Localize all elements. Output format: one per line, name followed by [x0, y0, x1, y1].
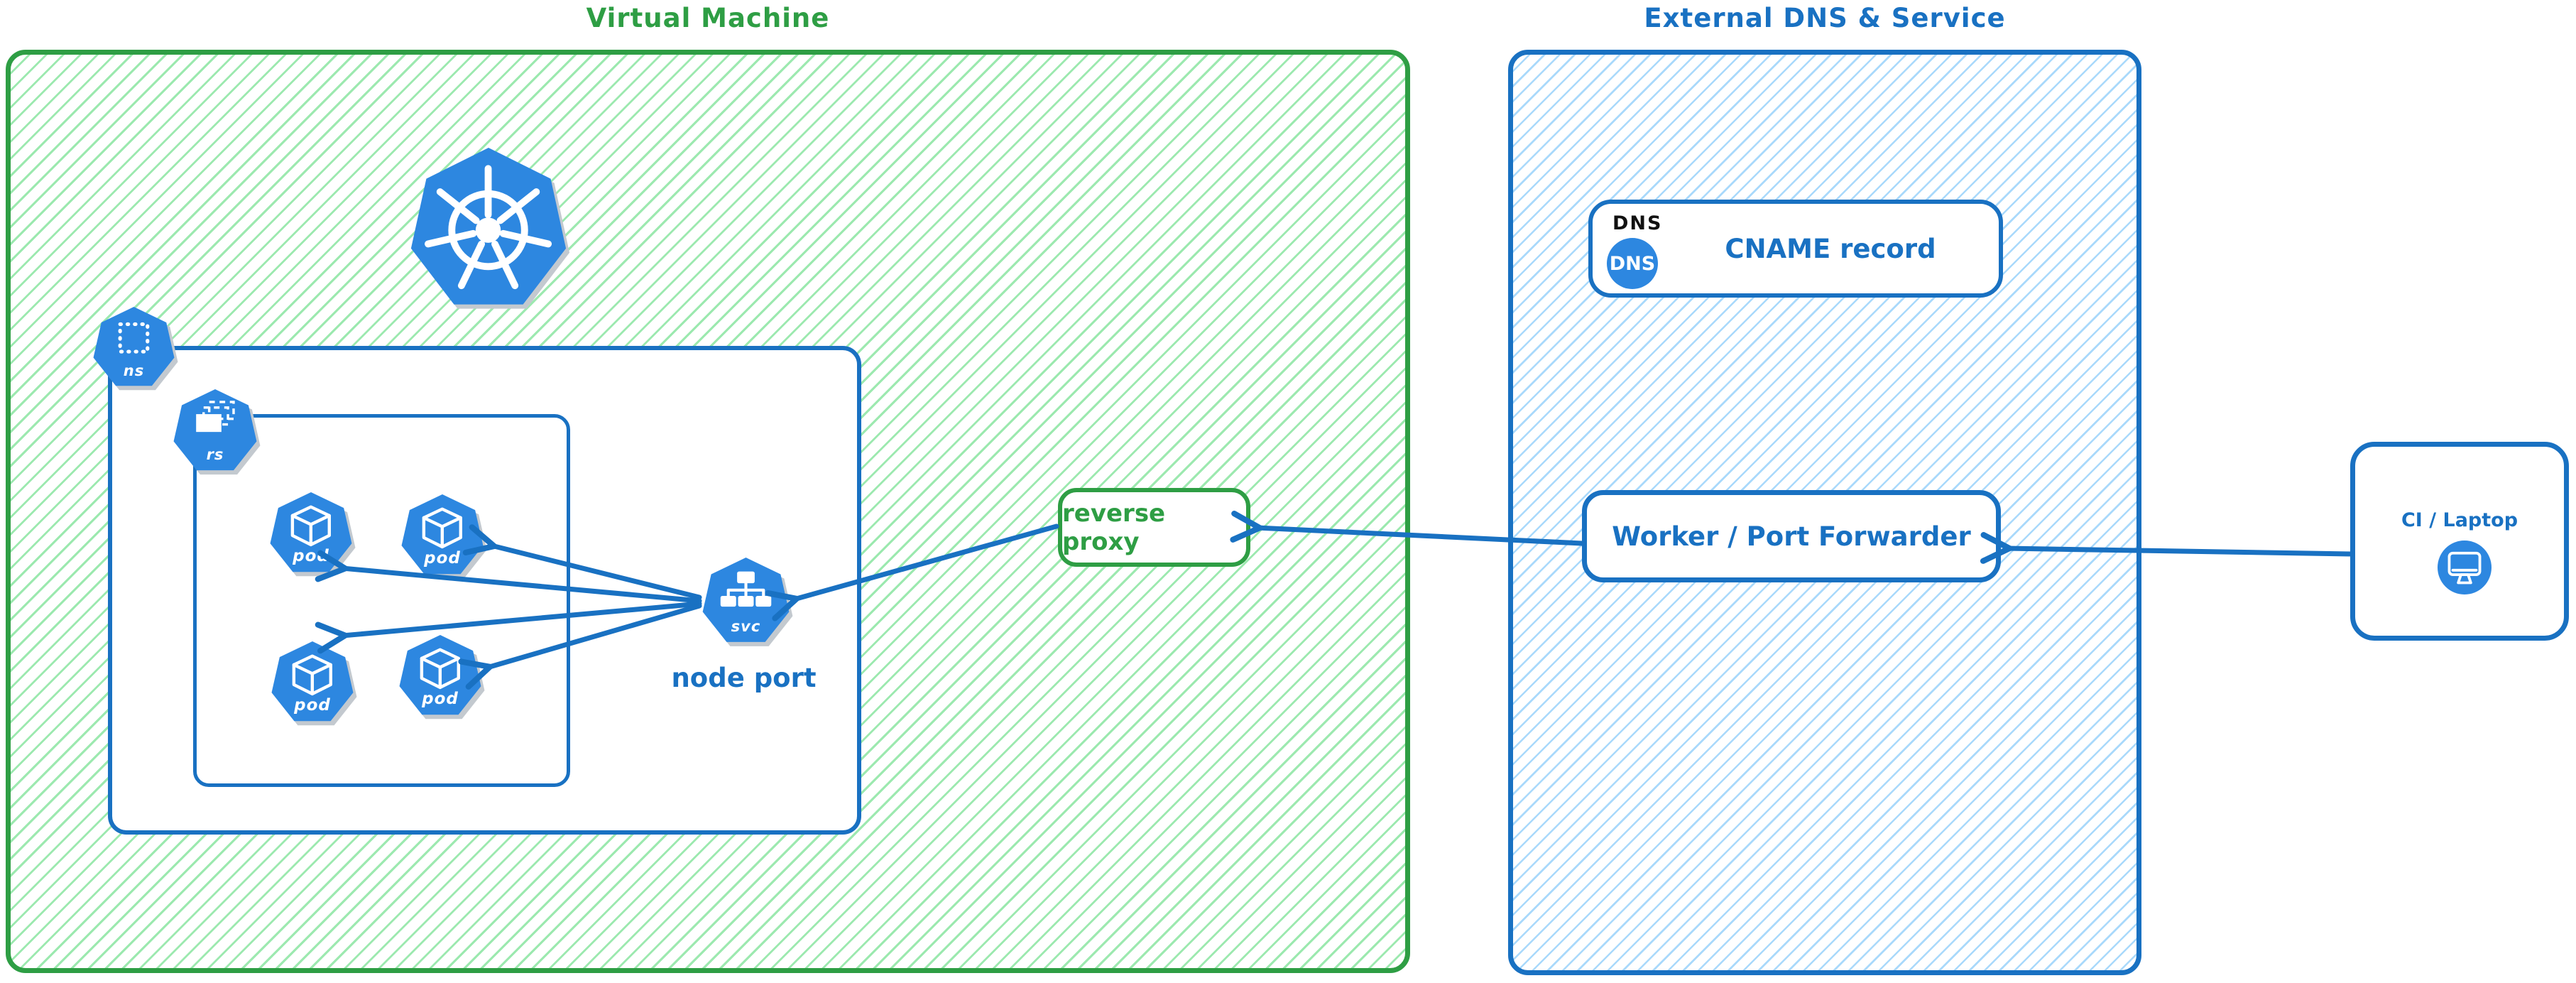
replicaset-icon: rs	[173, 389, 258, 474]
vm-region-title: Virtual Machine	[586, 3, 830, 33]
kubernetes-wheel-icon	[425, 165, 552, 289]
reverse-proxy-label: reverse proxy	[1062, 499, 1166, 556]
ci-laptop-label: CI / Laptop	[2401, 509, 2518, 531]
dotted-square-icon	[118, 322, 150, 354]
node-port-label: node port	[671, 663, 817, 693]
replicaset-icon-label: rs	[206, 446, 224, 464]
monitor-glyph-icon	[2447, 551, 2482, 585]
cname-record-label: CNAME record	[1725, 233, 1936, 264]
cube-icon	[290, 505, 332, 547]
service-tree-icon	[720, 571, 772, 607]
pod-icon: pod	[398, 635, 482, 719]
pod-icon-label: pod	[422, 689, 459, 708]
cube-icon	[422, 507, 463, 549]
namespace-icon-label: ns	[123, 362, 145, 379]
pod-icon-label: pod	[294, 695, 331, 715]
service-icon: svc	[702, 558, 790, 646]
dns-card: DNS DNS CNAME record	[1588, 200, 2003, 298]
ci-laptop-box: CI / Laptop	[2350, 442, 2569, 641]
dns-icon: DNS	[1607, 238, 1658, 289]
pod-icon: pod	[400, 494, 484, 578]
cube-icon	[292, 654, 333, 696]
stacked-rects-icon	[196, 400, 236, 432]
pod-icon-label: pod	[424, 548, 461, 567]
pod-icon: pod	[271, 641, 354, 725]
kubernetes-icon	[409, 148, 568, 313]
monitor-icon	[2438, 541, 2492, 594]
worker-port-forwarder-box: Worker / Port Forwarder	[1582, 490, 2001, 582]
worker-port-forwarder-label: Worker / Port Forwarder	[1612, 521, 1971, 552]
cube-icon	[420, 648, 461, 690]
namespace-icon: ns	[92, 307, 175, 390]
external-region-title: External DNS & Service	[1644, 3, 2006, 33]
service-icon-label: svc	[731, 617, 761, 635]
dns-icon-label: DNS	[1609, 252, 1656, 275]
pod-icon: pod	[269, 492, 353, 576]
dns-tag-label: DNS	[1612, 212, 1663, 234]
reverse-proxy-box: reverse proxy	[1058, 488, 1250, 567]
pod-icon-label: pod	[293, 546, 329, 565]
